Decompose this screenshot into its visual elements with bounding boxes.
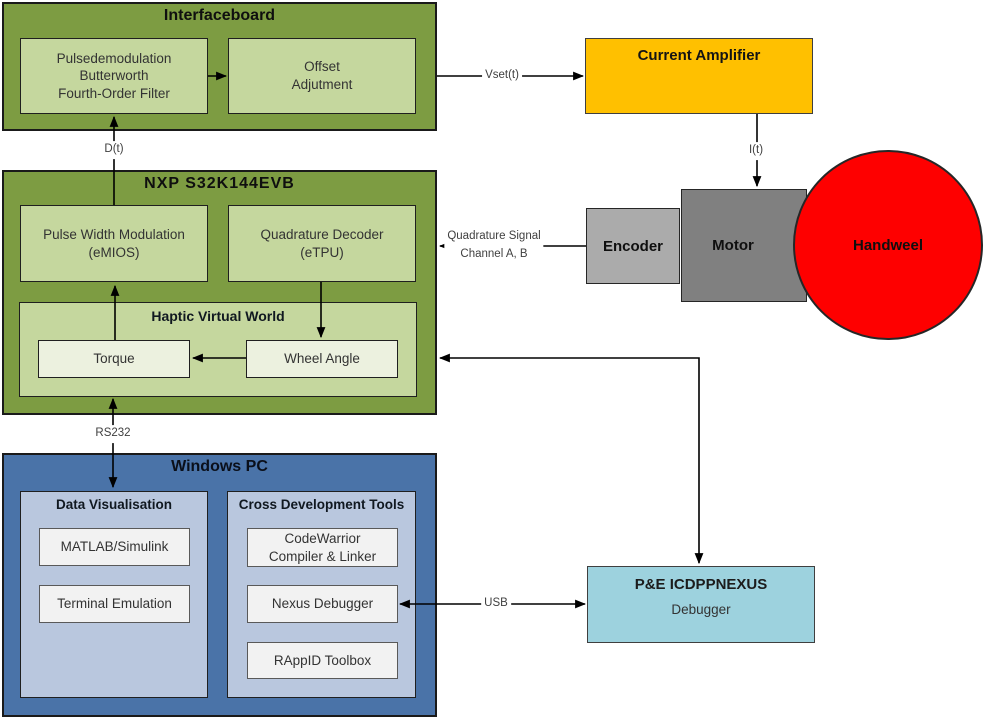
- usb-signal-label: USB: [481, 595, 511, 613]
- offset-adjustment-box: Offset Adjutment: [228, 38, 416, 114]
- connector-nexus-to-board: [438, 353, 704, 565]
- haptic-virtual-world-title: Haptic Virtual World: [151, 308, 285, 324]
- pwm-box: Pulse Width Modulation (eMIOS): [20, 205, 208, 282]
- encoder-box: Encoder: [586, 208, 680, 284]
- nexus-debugger-label: Nexus Debugger: [271, 596, 374, 612]
- cross-development-title: Cross Development Tools: [238, 497, 405, 512]
- terminal-emulation-label: Terminal Emulation: [57, 596, 172, 612]
- filter-label-line1: Pulsedemodulation: [56, 50, 172, 66]
- interfaceboard-title: Interfaceboard: [163, 7, 276, 24]
- pulsedemodulation-filter-box: Pulsedemodulation Butterworth Fourth-Ord…: [20, 38, 208, 114]
- quadrature-signal-label: Quadrature Signal Channel A, B: [444, 228, 544, 264]
- pwm-label-line2: (eMIOS): [88, 244, 140, 260]
- windows-pc-title: Windows PC: [171, 458, 268, 475]
- rs232-signal-label: RS232: [92, 425, 134, 443]
- filter-label-line3: Fourth-Order Filter: [58, 85, 170, 101]
- current-amplifier-title: Current Amplifier: [637, 47, 761, 64]
- wheel-angle-box: Wheel Angle: [246, 340, 398, 378]
- terminal-emulation-box: Terminal Emulation: [39, 585, 190, 623]
- nxp-board-title: NXP S32K144EVB: [144, 175, 295, 192]
- codewarrior-label-line1: CodeWarrior: [284, 530, 361, 546]
- rappid-toolbox-box: RAppID Toolbox: [247, 642, 398, 679]
- filter-label-line2: Butterworth: [79, 68, 149, 84]
- pe-debugger-box: P&E ICDPPNEXUS Debugger: [587, 566, 815, 643]
- encoder-label: Encoder: [602, 237, 663, 255]
- offset-label-line1: Offset: [304, 59, 340, 75]
- motor-box: Motor: [681, 189, 807, 302]
- wheel-angle-label: Wheel Angle: [284, 351, 360, 367]
- current-signal-label: I(t): [745, 142, 767, 160]
- pwm-label-line1: Pulse Width Modulation: [43, 226, 185, 242]
- decoder-label-line2: (eTPU): [300, 244, 344, 260]
- duty-signal-label: D(t): [101, 141, 127, 159]
- nexus-debugger-box: Nexus Debugger: [247, 585, 398, 623]
- current-amplifier-box: Current Amplifier: [585, 38, 813, 114]
- motor-label: Motor: [712, 237, 754, 254]
- matlab-simulink-box: MATLAB/Simulink: [39, 528, 190, 566]
- handwheel-circle: Handweel: [793, 150, 983, 340]
- decoder-label-line1: Quadrature Decoder: [260, 226, 384, 242]
- pe-debugger-subtitle: Debugger: [671, 602, 731, 617]
- codewarrior-label-line2: Compiler & Linker: [268, 548, 377, 564]
- quadrature-decoder-box: Quadrature Decoder (eTPU): [228, 205, 416, 282]
- data-visualisation-title: Data Visualisation: [55, 497, 173, 512]
- matlab-simulink-label: MATLAB/Simulink: [60, 539, 169, 555]
- quadrature-signal-line1: Quadrature Signal: [447, 230, 541, 243]
- quadrature-signal-line2: Channel A, B: [460, 248, 528, 260]
- pe-debugger-title: P&E ICDPPNEXUS: [634, 576, 768, 593]
- offset-label-line2: Adjutment: [291, 77, 353, 92]
- handwheel-label: Handweel: [852, 236, 924, 254]
- torque-label: Torque: [93, 351, 135, 367]
- vset-signal-label: Vset(t): [482, 67, 522, 85]
- rappid-toolbox-label: RAppID Toolbox: [273, 652, 372, 668]
- torque-box: Torque: [38, 340, 190, 378]
- codewarrior-box: CodeWarrior Compiler & Linker: [247, 528, 398, 567]
